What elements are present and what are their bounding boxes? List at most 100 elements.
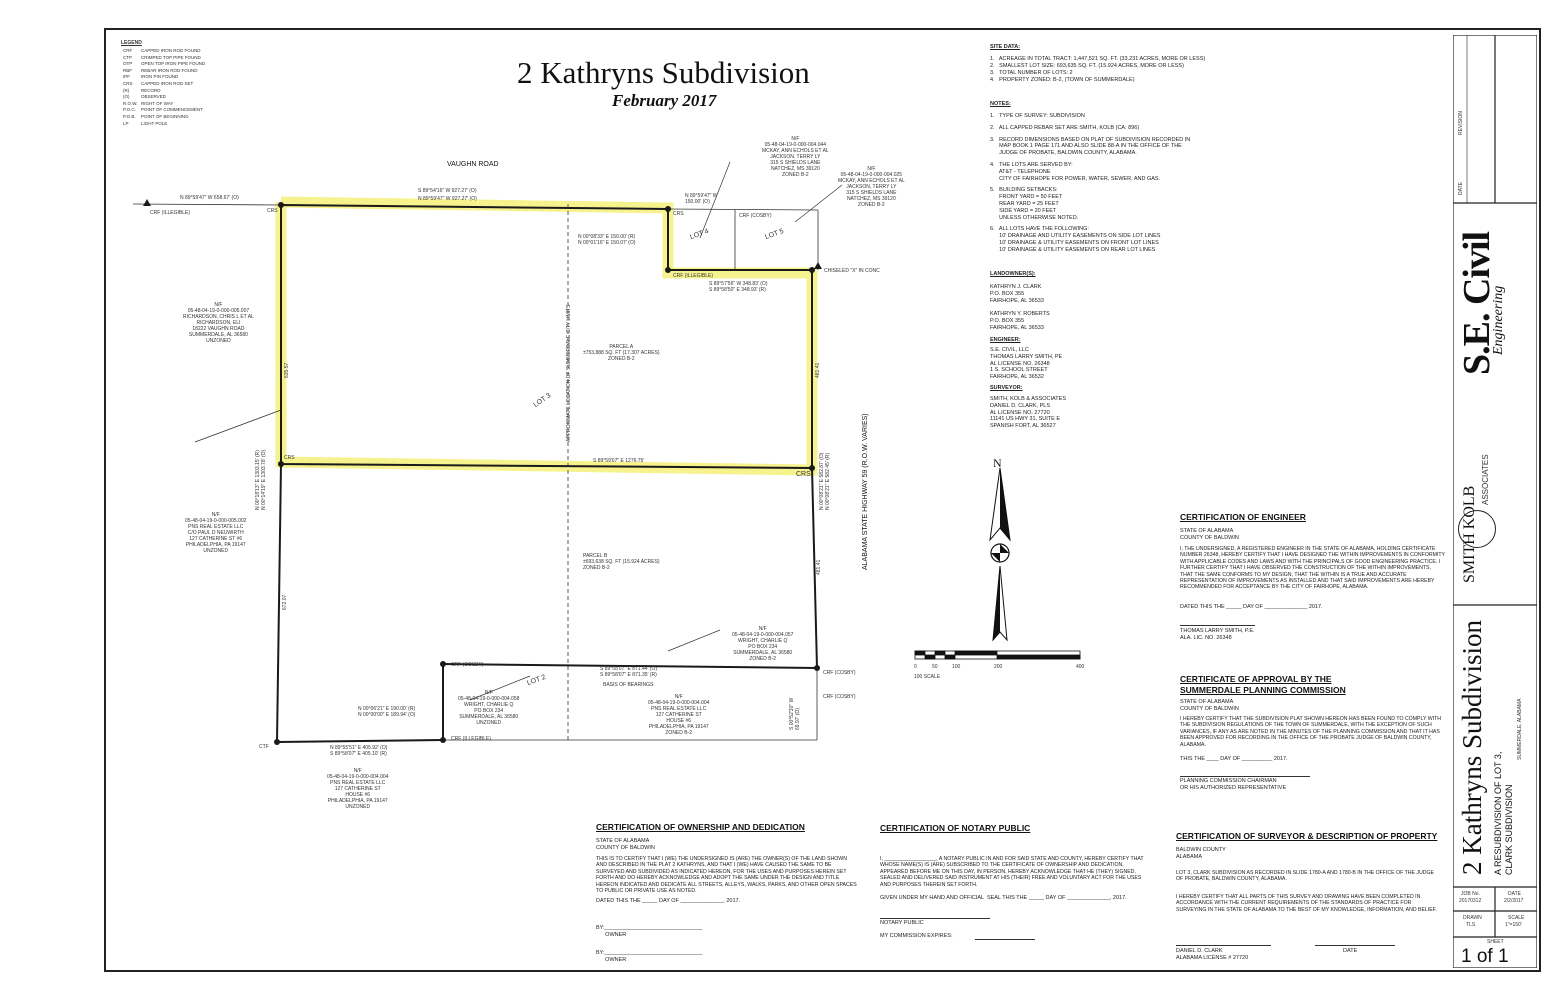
city-limits-label: APPROXIMATE LOCATION OF SUMMERDALE CITY … — [566, 304, 572, 442]
list-item: 4. THE LOTS ARE SERVED BY: AT&T - TELEPH… — [990, 162, 1161, 182]
cert-ownership-dated: DATED THIS THE _____ DAY OF ____________… — [596, 898, 741, 904]
smith-kolb-logo: SMITH KOLB — [1461, 485, 1478, 583]
landowners-text: KATHRYN J. CLARK P.O. BOX 355 FAIRHOPE, … — [990, 284, 1050, 331]
legend-item: CAPPED IRON ROD SET — [141, 81, 194, 86]
engineer-sig-line — [1180, 625, 1255, 626]
bearing-mid: S 89°59'07" E 1276.75' — [593, 458, 645, 464]
date-label: DATE — [1508, 891, 1521, 897]
legend-code: IPF — [123, 74, 131, 80]
crf-illegible-top: CRF (ILLEGIBLE) — [150, 210, 191, 216]
notary-sig-line — [880, 918, 990, 919]
scale-caption: 100 SCALE — [914, 674, 941, 680]
crs-marker-sw: CRS — [284, 455, 295, 461]
job-no-value: 20170312 — [1459, 898, 1482, 904]
legend-code: CRF — [123, 48, 133, 53]
cert-engineer-body: I, THE UNDERSIGNED, A REGISTERED ENGINEE… — [1180, 546, 1445, 591]
crf-cosby-right2: CRF (COSBY) — [823, 694, 856, 700]
bearing-top-r: S 89°54'16" W 927.27' (O) — [418, 188, 477, 194]
crs-marker-nw: CRS — [267, 208, 278, 214]
bearing-bottom: N 89°55'51" E 405.92' (O) S 89°58'07" E … — [330, 745, 388, 757]
vaughn-road-line — [132, 203, 282, 206]
legend-item: CRIMPED TOP PIPE FOUND — [141, 54, 201, 60]
date-value: 2/2/2017 — [1504, 898, 1524, 904]
legend-item: IRON PIN FOUND — [141, 74, 179, 80]
bearing-top-o: N 89°59'47" W 927.27' (O) — [418, 196, 477, 202]
bottom-line — [276, 739, 444, 743]
legend-item: POINT OF BEGINNING — [141, 114, 189, 119]
bearing-inner-h: S 89°57'56" W 348.83' (O) S 89°58'50" E … — [709, 281, 768, 293]
cert-ownership-body: THIS IS TO CERTIFY THAT I (WE) THE UNDER… — [596, 856, 857, 895]
parcel-a-highlight — [275, 196, 818, 476]
site-data-heading: SITE DATA: — [990, 44, 1021, 50]
project-title-vertical: 2 Kathryns Subdivision — [1457, 619, 1487, 875]
highway-label: ALABAMA STATE HIGHWAY 59 (R.O.W. VARIES) — [862, 413, 869, 570]
crs-marker-se: CRS — [796, 471, 811, 478]
cert-ownership-state: STATE OF ALABAMA COUNTY OF BALDWIN — [596, 838, 655, 851]
crs-marker-lot4: CRS — [673, 211, 684, 217]
scale-100: 100 — [952, 664, 961, 670]
sheet-label: SHEET — [1487, 939, 1504, 945]
cert-surveyor-body: I HEREBY CERTIFY THAT ALL PARTS OF THIS … — [1176, 894, 1437, 913]
legend-heading: LEGEND — [121, 40, 142, 46]
bearing-left-v: N 00°18'13" E 1303.15' (R) N 00°14'19" E… — [255, 449, 267, 510]
drawn-value: TLS — [1466, 922, 1476, 928]
list-item: 1. TYPE OF SURVEY: SUBDIVISION — [990, 113, 1085, 119]
crf-cosby-top: CRF (COSBY) — [739, 213, 772, 219]
list-item: 4. PROPERTY ZONED: B-2, (TOWN OF SUMMERD… — [990, 77, 1135, 83]
neighbor-wright-2: N/F 05-48-04-19-0-000-004.058 WRIGHT, CH… — [458, 690, 520, 726]
plat-sheet — [104, 28, 1541, 972]
neighbor-pns-1: N/F 05-48-04-19-0-000-005.002 PNS REAL E… — [185, 512, 247, 554]
lot4-lot5-top — [667, 208, 819, 211]
notary-expires-line — [975, 939, 1035, 940]
plat-title: 2 Kathryns Subdivision — [517, 55, 810, 90]
bearing-top-left: N 89°59'47" W 658.67' (O) — [180, 195, 239, 201]
cert-surveyor-date: DATE — [1343, 948, 1358, 954]
bearing-right-lower: S 00°52'30" W 69.97' (O) — [789, 697, 801, 730]
notes-heading: NOTES: — [990, 101, 1011, 107]
plat-subtitle: February 2017 — [612, 91, 717, 110]
scale-0: 0 — [914, 664, 917, 670]
corner-markers — [143, 199, 822, 745]
legend-item: RECORD — [141, 87, 161, 93]
associates-label: ASSOCIATES — [1481, 454, 1490, 505]
cert-notary-expires: MY COMMISSION EXPIRES: — [880, 933, 953, 939]
surveyor-sig-line — [1176, 945, 1271, 946]
scale-value: 1"=150' — [1505, 922, 1522, 928]
neighbor-richardson: N/F 05-48-04-19-0-000-005.007 RICHARDSON… — [183, 302, 254, 344]
cert-engineer-state: STATE OF ALABAMA COUNTY OF BALDWIN — [1180, 528, 1239, 541]
cert-ownership-by1: BY:________________________________ OWNE… — [596, 925, 703, 938]
list-item: 2. ALL CAPPED REBAR SET ARE SMITH, KOLB … — [990, 124, 1140, 131]
cert-engineer-sig: THOMAS LARRY SMITH, P.E. ALA. LIC. NO. 2… — [1180, 628, 1255, 641]
parcel-a-boundary — [280, 204, 813, 470]
legend-code: RBF — [123, 67, 132, 73]
bearing-top-right: N 89°59'47" W 150.00' (O) — [685, 193, 718, 205]
list-item: 6. ALL LOTS HAVE THE FOLLOWING: 10' DRAI… — [990, 226, 1161, 253]
length-481b: 481.41 — [816, 559, 822, 575]
cert-surveyor-state: BALDWIN COUNTY ALABAMA — [1176, 847, 1226, 860]
list-item: 1. ACREAGE IN TOTAL TRACT: 1,447,521 SQ.… — [990, 56, 1206, 62]
crf-illegible-inner: CRF (ILLEGIBLE) — [673, 273, 714, 279]
legend-code: R.O.W. — [123, 100, 138, 106]
cert-notary-heading: CERTIFICATION OF NOTARY PUBLIC — [880, 823, 1031, 833]
legend-item: REBAR IRON ROD FOUND — [141, 67, 198, 73]
title-block-frame — [1453, 35, 1537, 968]
legend-code: CTP — [123, 54, 132, 60]
lot2-top — [442, 663, 818, 669]
sheet-value: 1 of 1 — [1461, 946, 1509, 967]
legend-item: OBSERVED — [141, 94, 166, 100]
scale-200: 200 — [994, 664, 1003, 670]
cert-notary-public: NOTARY PUBLIC — [880, 920, 924, 926]
left-extension — [194, 409, 282, 443]
planning-sig-line — [1180, 776, 1310, 777]
project-location-vertical: SUMMERDALE, ALABAMA — [1517, 698, 1523, 760]
legend-item: LIGHT POLE — [141, 120, 168, 126]
neighbor-pns-3: N/F 05-48-04-19-0-000-004.004 PNS REAL E… — [327, 768, 389, 810]
surveyor-text: SMITH, KOLB & ASSOCIATES DANIEL D. CLARK… — [990, 396, 1067, 430]
surveyor-heading: SURVEYOR: — [990, 385, 1023, 391]
cert-planning-body: I HEREBY CERTIFY THAT THE SUBDIVISION PL… — [1180, 716, 1442, 748]
neighbor-mckay-1: N/F 05-48-04-19-0-000-004.044 MCKAY, ANN… — [762, 136, 829, 178]
legend-code: LP — [123, 120, 129, 126]
cert-ownership-heading: CERTIFICATION OF OWNERSHIP AND DEDICATIO… — [596, 822, 805, 832]
